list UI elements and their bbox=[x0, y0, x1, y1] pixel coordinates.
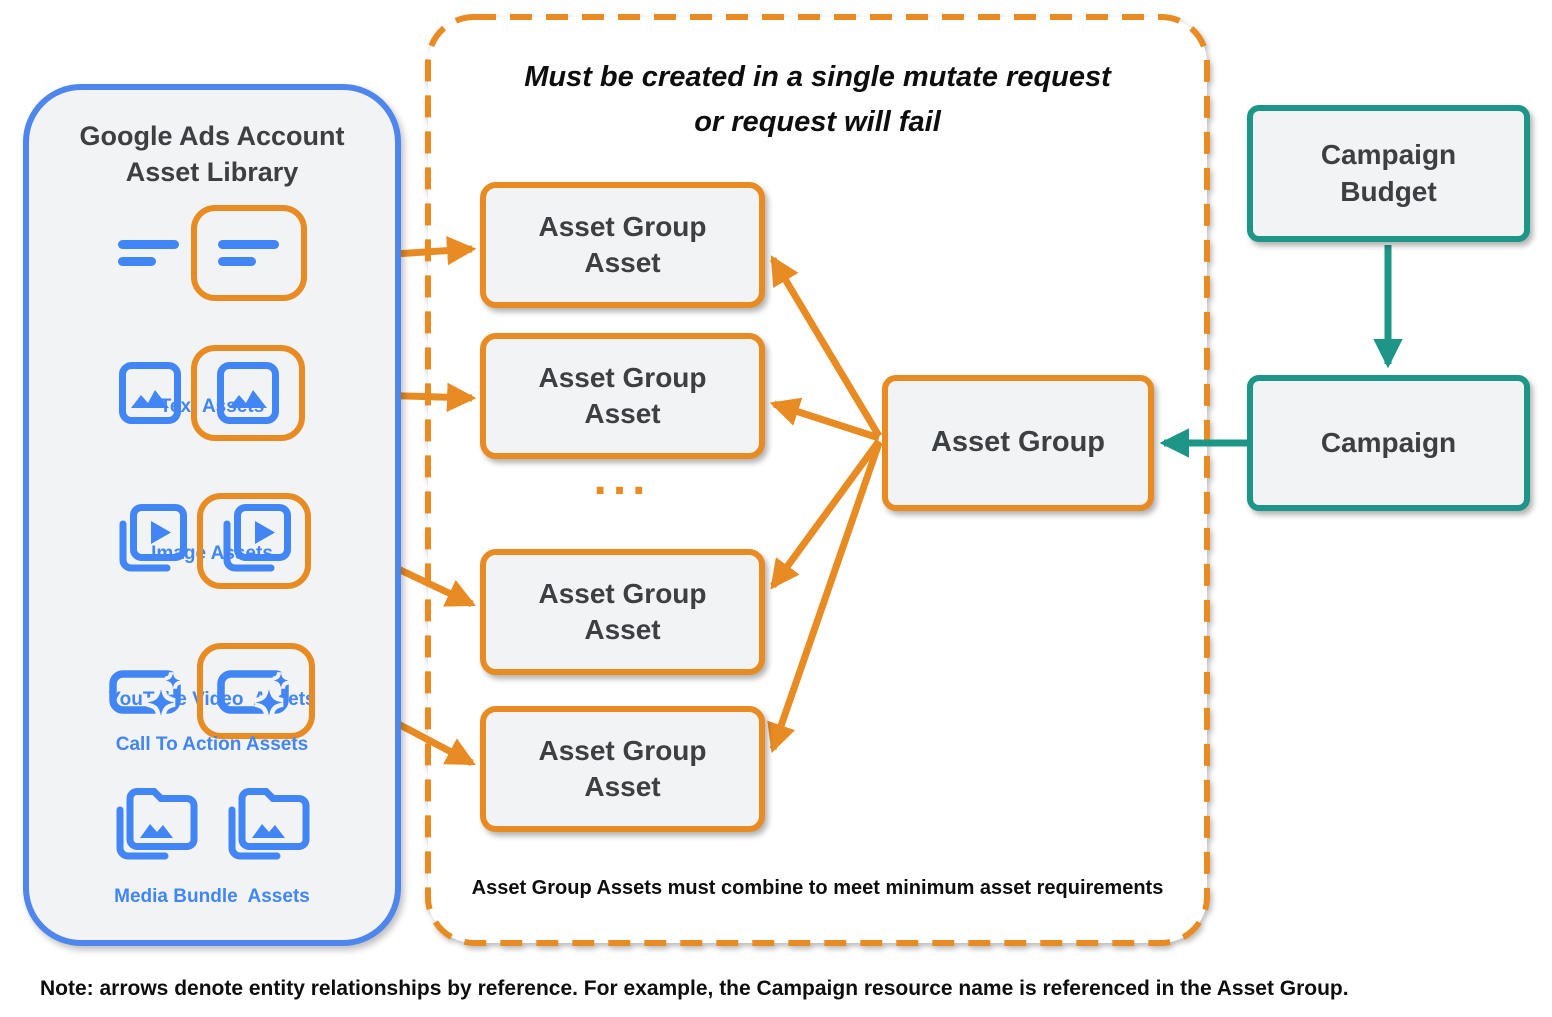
asset-row-image-assets bbox=[29, 345, 395, 441]
more-asset-group-assets-ellipsis: ... bbox=[593, 452, 652, 505]
asset-row-text-assets bbox=[29, 205, 395, 301]
mutate-request-title-line1: Must be created in a single mutate reque… bbox=[524, 61, 1111, 93]
image-asset-icon bbox=[119, 362, 181, 424]
youtube-video-asset-icon bbox=[113, 504, 187, 578]
asset-group-asset-label-line2: Asset bbox=[584, 771, 661, 802]
asset-requirements-note: Asset Group Assets must combine to meet … bbox=[471, 877, 1164, 899]
asset-row-youtube-video-assets bbox=[29, 493, 395, 589]
media-bundle-asset-icon bbox=[225, 786, 311, 866]
media-bundle-asset-icon bbox=[113, 786, 199, 866]
selected-image-asset-frame bbox=[191, 345, 305, 441]
selected-call-to-action-asset-frame bbox=[197, 643, 315, 739]
campaign-budget-box: Campaign Budget bbox=[1247, 105, 1530, 242]
asset-row-media-bundle-assets bbox=[29, 786, 395, 866]
campaign-budget-label-line1: Campaign bbox=[1320, 139, 1457, 171]
asset-group-asset-box-4: Asset Group Asset bbox=[480, 706, 765, 832]
asset-group-box: Asset Group bbox=[882, 375, 1154, 511]
asset-group-asset-label-line2: Asset bbox=[584, 247, 661, 278]
asset-group-asset-label-line2: Asset bbox=[584, 398, 661, 429]
asset-library-panel: Google Ads Account Asset Library Text As… bbox=[23, 84, 401, 946]
asset-group-asset-box-1: Asset Group Asset bbox=[480, 182, 765, 308]
campaign-budget-label-line2: Budget bbox=[1340, 175, 1437, 207]
mutate-request-title-line2: or request will fail bbox=[694, 105, 941, 138]
asset-row-call-to-action-assets bbox=[29, 643, 395, 739]
asset-library-title-line1: Google Ads Account bbox=[79, 121, 345, 151]
arrow-asset-group-to-aga4 bbox=[767, 441, 883, 754]
asset-group-asset-box-2: Asset Group Asset bbox=[480, 333, 765, 459]
campaign-box: Campaign bbox=[1247, 375, 1530, 511]
asset-group-asset-box-3: Asset Group Asset bbox=[480, 549, 765, 675]
asset-library-title-line2: Asset Library bbox=[125, 157, 299, 188]
selected-text-asset-frame bbox=[191, 205, 307, 301]
image-asset-icon bbox=[217, 362, 279, 424]
mutate-request-title: Must be created in a single mutate reque… bbox=[425, 55, 1210, 145]
campaign-label: Campaign bbox=[1320, 426, 1457, 458]
arrow-asset-group-to-aga3 bbox=[770, 438, 882, 590]
asset-group-asset-label-line1: Asset Group bbox=[538, 210, 707, 242]
arrow-asset-group-to-aga1 bbox=[769, 255, 883, 438]
asset-row-label: Call To Action Assets bbox=[115, 734, 309, 755]
call-to-action-asset-icon bbox=[109, 665, 187, 717]
text-asset-icon bbox=[217, 236, 281, 270]
asset-group-asset-label-line1: Asset Group bbox=[538, 734, 707, 766]
asset-row-label: Media Bundle Assets bbox=[114, 886, 310, 907]
asset-group-label: Asset Group bbox=[930, 426, 1106, 459]
selected-youtube-video-asset-frame bbox=[197, 493, 311, 589]
asset-group-asset-label-line1: Asset Group bbox=[538, 361, 707, 393]
text-asset-icon bbox=[117, 236, 181, 270]
youtube-video-asset-icon bbox=[217, 504, 291, 578]
call-to-action-asset-icon bbox=[217, 665, 295, 717]
arrow-asset-group-to-aga2 bbox=[769, 397, 881, 442]
note-text: Note: arrows denote entity relationships… bbox=[40, 977, 1349, 1000]
asset-library-title: Google Ads Account Asset Library bbox=[29, 118, 395, 191]
asset-group-asset-label-line2: Asset bbox=[584, 614, 661, 645]
asset-group-asset-label-line1: Asset Group bbox=[538, 577, 707, 609]
